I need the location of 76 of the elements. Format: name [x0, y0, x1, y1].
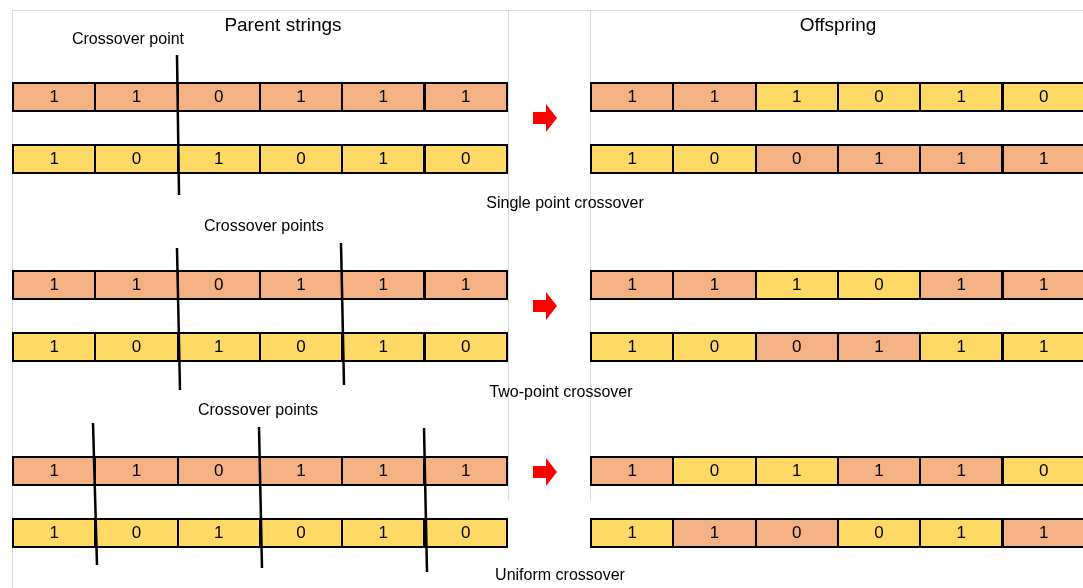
gene-cell: 1 — [754, 82, 839, 112]
gene-cell: 1 — [672, 82, 757, 112]
gene-cell: 1 — [258, 82, 344, 112]
gene-cell: 0 — [176, 270, 261, 300]
gene-cell: 0 — [754, 332, 839, 362]
gene-cell: 1 — [590, 518, 675, 548]
gene-cell: 1 — [12, 270, 97, 300]
gene-cell: 1 — [341, 144, 426, 174]
gene-cell: 1 — [1001, 518, 1083, 548]
caption-text: Uniform crossover — [495, 566, 625, 584]
gene-cell: 1 — [94, 270, 179, 300]
gene-cell: 1 — [94, 456, 179, 486]
gene-cell: 1 — [672, 518, 757, 548]
gene-cell: 1 — [919, 270, 1004, 300]
gene-cell: 1 — [341, 456, 426, 486]
gene-cell: 1 — [176, 518, 261, 548]
gene-cell: 1 — [919, 456, 1004, 486]
gene-cell: 0 — [836, 270, 922, 300]
gene-cell: 0 — [258, 144, 344, 174]
gene-cell: 0 — [1001, 82, 1083, 112]
gene-cell: 1 — [423, 82, 508, 112]
gene-cell: 1 — [1001, 270, 1083, 300]
gene-cell: 0 — [1001, 456, 1083, 486]
gene-cell: 1 — [341, 270, 426, 300]
gene-cell: 1 — [919, 332, 1004, 362]
gene-cell: 1 — [423, 456, 508, 486]
gene-cell: 1 — [341, 332, 426, 362]
column-heading: Offspring — [799, 14, 877, 36]
gene-cell: 0 — [94, 144, 179, 174]
gene-cell: 1 — [672, 270, 757, 300]
gene-cell: 0 — [672, 144, 757, 174]
gene-cell: 1 — [590, 456, 675, 486]
gene-cell: 0 — [258, 332, 344, 362]
gene-cell: 1 — [919, 144, 1004, 174]
gene-cell: 1 — [12, 332, 97, 362]
gene-cell: 1 — [258, 456, 344, 486]
gene-cell: 1 — [1001, 332, 1083, 362]
gene-cell: 0 — [754, 144, 839, 174]
gene-cell: 1 — [590, 82, 675, 112]
gene-cell: 1 — [12, 518, 97, 548]
gene-cell: 0 — [423, 332, 508, 362]
gene-cell: 1 — [341, 518, 426, 548]
gene-cell: 1 — [94, 82, 179, 112]
gene-cell: 1 — [590, 332, 675, 362]
gene-cell: 0 — [94, 518, 179, 548]
gene-cell: 0 — [836, 518, 922, 548]
gene-cell: 0 — [754, 518, 839, 548]
gene-cell: 1 — [919, 518, 1004, 548]
gene-cell: 1 — [12, 144, 97, 174]
gene-cell: 1 — [919, 82, 1004, 112]
gene-cell: 1 — [836, 332, 922, 362]
gene-cell: 1 — [12, 82, 97, 112]
gene-cell: 1 — [423, 270, 508, 300]
caption-text: Single point crossover — [486, 194, 644, 212]
gene-cell: 1 — [258, 270, 344, 300]
gene-cell: 1 — [590, 144, 675, 174]
gene-cell: 0 — [836, 82, 922, 112]
gene-cell: 1 — [341, 82, 426, 112]
gene-cell: 0 — [672, 456, 757, 486]
gene-cell: 1 — [754, 270, 839, 300]
gene-cell: 0 — [94, 332, 179, 362]
annotation-text: Crossover point — [72, 30, 184, 48]
gene-cell: 0 — [423, 518, 508, 548]
gene-cell: 1 — [836, 144, 922, 174]
gene-cell: 0 — [176, 456, 261, 486]
gene-cell: 0 — [176, 82, 261, 112]
annotation-text: Crossover points — [204, 217, 324, 235]
annotation-text: Crossover points — [198, 401, 318, 419]
gene-cell: 1 — [1001, 144, 1083, 174]
caption-text: Two-point crossover — [489, 383, 633, 401]
column-heading: Parent strings — [224, 14, 342, 36]
gene-cell: 0 — [672, 332, 757, 362]
gene-cell: 1 — [590, 270, 675, 300]
gene-cell: 1 — [754, 456, 839, 486]
gene-cell: 0 — [423, 144, 508, 174]
gene-cell: 1 — [836, 456, 922, 486]
